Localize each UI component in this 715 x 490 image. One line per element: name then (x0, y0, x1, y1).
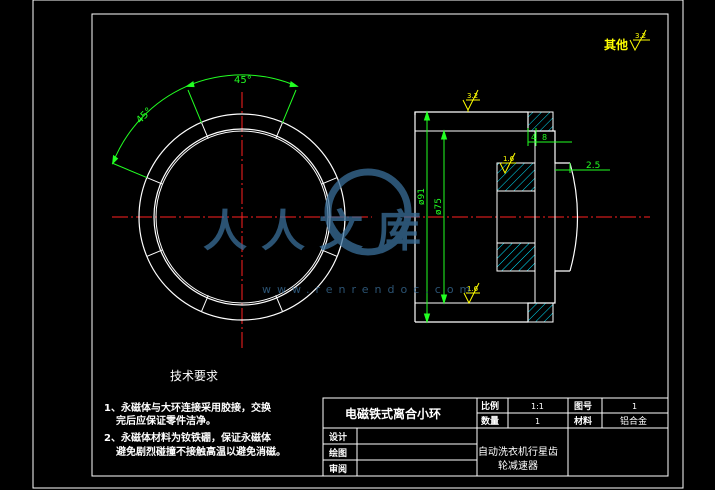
tech-req-line-1: 1、永磁体与大环连接采用胶接，交换 (104, 401, 272, 414)
watermark-brand: 人人文库 (203, 206, 435, 257)
dia-outer-label: ø91 (417, 188, 427, 205)
roughness-other-value: 3.2 (635, 32, 646, 40)
roughness-other: 其他 3.2 (604, 29, 650, 52)
material-label: 材料 (573, 415, 592, 427)
tech-req-line-2: 完后应保证零件洁净。 (116, 414, 216, 427)
scale-label: 比例 (481, 400, 499, 412)
hatch-top-step (496, 162, 536, 192)
watermark: 人人文库 www.renrendoc.com (203, 168, 476, 296)
dim-8-label: 8 (542, 133, 547, 142)
scale-value: 1:1 (531, 402, 544, 411)
hatch-top-flange (527, 111, 554, 132)
material-value: 铝合金 (620, 415, 647, 427)
right-view: ø91 ø75 4 8 2.5 3.2 1.6 1.6 (404, 89, 650, 324)
technical-requirements: 技术要求 1、永磁体与大环连接采用胶接，交换 完后应保证零件洁净。 2、永磁体材… (104, 369, 286, 458)
angle-top-label: 45° (234, 75, 252, 86)
dia-inner-label: ø75 (434, 198, 444, 215)
rough-top-label: 3.2 (467, 92, 478, 100)
convex-rim (569, 162, 579, 272)
drawing-no-label: 图号 (574, 401, 592, 412)
tech-req-line-3: 2、永磁体材料为钕铁硼，保证永磁体 (104, 431, 272, 444)
tech-req-line-4: 避免剧烈碰撞不接触高温以避免消磁。 (115, 445, 286, 458)
title-block (322, 397, 669, 477)
qty-label: 数量 (481, 415, 499, 427)
part-name: 电磁铁式离合小环 (345, 406, 441, 421)
hatch-bottom-step (496, 242, 536, 272)
project-line-1: 自动洗衣机行星齿 (478, 445, 558, 458)
hatch-bottom-flange (527, 302, 554, 323)
project-line-2: 轮减速器 (498, 459, 538, 472)
watermark-url: www.renrendoc.com (262, 283, 476, 296)
outer-ring (138, 113, 346, 321)
dim-25-label: 2.5 (586, 161, 600, 171)
rough-bottom-label: 1.6 (467, 285, 479, 293)
design-label: 设计 (329, 431, 347, 443)
roughness-other-label: 其他 (604, 37, 628, 52)
title-block-text: 电磁铁式离合小环 比例 1:1 图号 1 数量 1 材料 铝合金 设计 绘图 审… (329, 400, 647, 475)
rough-mid-label: 1.6 (503, 155, 515, 163)
tech-req-title: 技术要求 (170, 369, 218, 383)
dim-4-label: 4 (531, 133, 536, 142)
outer-frame (32, 0, 684, 489)
qty-value: 1 (535, 417, 540, 426)
watermark-logo-circle (324, 168, 412, 256)
drawing-no-value: 1 (632, 402, 637, 411)
draw-label: 绘图 (329, 447, 347, 459)
review-label: 审阅 (329, 463, 347, 475)
